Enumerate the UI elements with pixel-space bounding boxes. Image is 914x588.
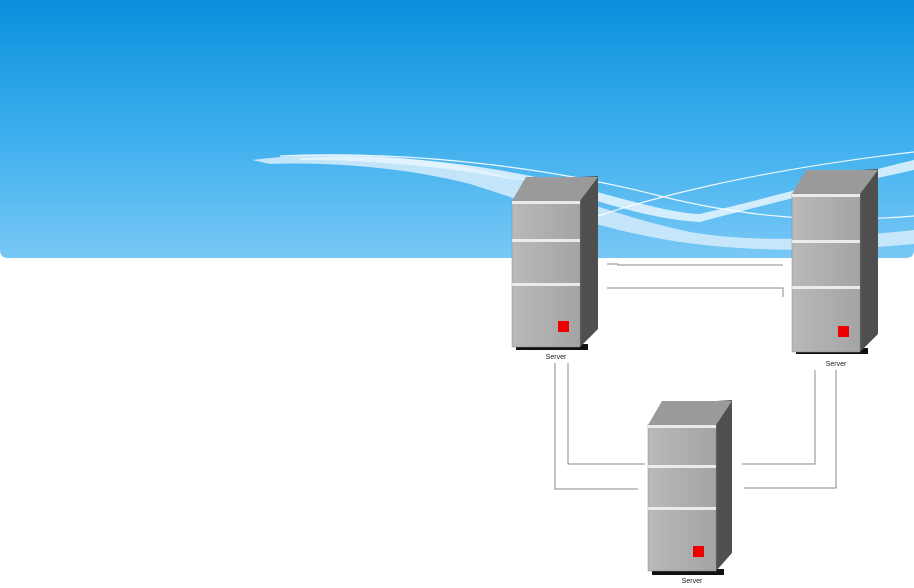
connection-line [744, 370, 837, 489]
wave-light [300, 156, 914, 222]
server-side [860, 169, 878, 352]
server-label: Server [826, 361, 847, 368]
server-front [647, 424, 717, 572]
server-top-right: Server [791, 169, 878, 368]
drive-bay-divider [648, 507, 716, 510]
drive-bay-divider [512, 201, 580, 204]
header-background [0, 0, 914, 258]
server-shadow [652, 569, 724, 575]
status-led-icon [838, 326, 849, 337]
status-led-icon [693, 546, 704, 557]
drive-bay-divider [648, 425, 716, 428]
server-top [792, 170, 878, 194]
server-top [648, 401, 732, 425]
connection-line [554, 363, 638, 490]
server-bottom: Server [647, 400, 732, 585]
server-front [791, 193, 861, 353]
connection-line [742, 370, 816, 465]
connections [554, 263, 837, 490]
connection-line [607, 263, 783, 266]
status-led-icon [558, 321, 569, 332]
server-side [580, 176, 598, 347]
connection-line [567, 363, 645, 465]
drive-bay-divider [648, 465, 716, 468]
server-label: Server [546, 354, 567, 361]
server-top [512, 177, 598, 201]
connection-line [607, 287, 784, 297]
server-label: Server [682, 578, 703, 585]
drive-bay-divider [512, 239, 580, 242]
drive-bay-divider [512, 283, 580, 286]
server-side [716, 400, 732, 571]
server-top-left: Server [511, 176, 598, 361]
server-front [511, 200, 581, 348]
drive-bay-divider [792, 286, 860, 289]
drive-bay-divider [792, 194, 860, 197]
drive-bay-divider [792, 240, 860, 243]
